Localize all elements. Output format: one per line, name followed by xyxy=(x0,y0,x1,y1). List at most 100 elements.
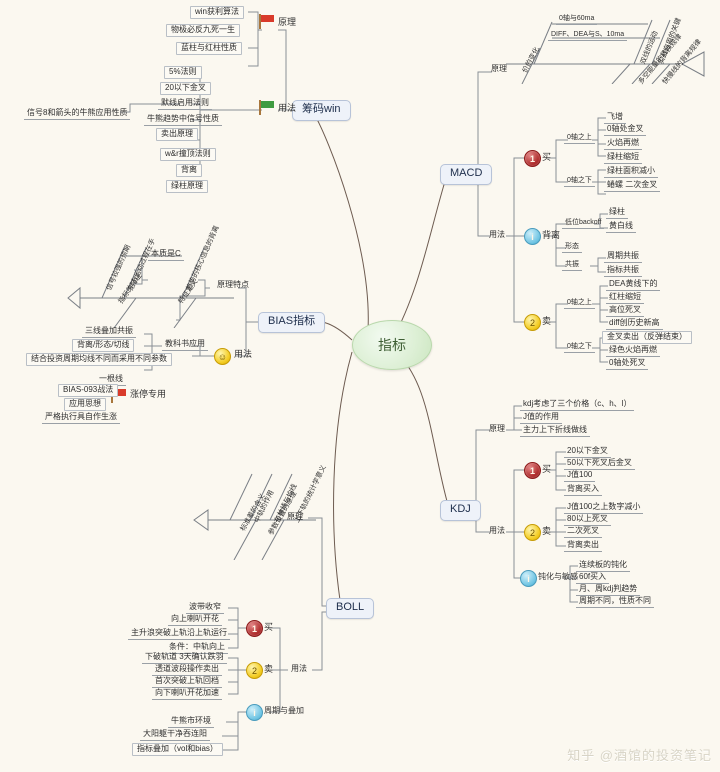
bias-limitup-label: 涨停专用 xyxy=(130,389,167,399)
leaf-node[interactable]: J值100 xyxy=(564,470,596,483)
leaf-node[interactable]: 蓝柱与红柱性质 xyxy=(176,42,242,56)
leaf-node[interactable]: diff创历史新高 xyxy=(606,318,663,331)
leaf-node[interactable]: 绿柱面积减小 xyxy=(604,166,658,179)
leaf-node[interactable]: 大阳躯干净吞连阳 xyxy=(140,729,210,742)
leaf-node[interactable]: 牛熊市环境 xyxy=(168,716,214,729)
leaf-node[interactable]: 绿柱原理 xyxy=(166,180,208,194)
leaf-node[interactable]: 周期不同，性质不同 xyxy=(576,596,654,609)
group-label[interactable]: 0轴之下 xyxy=(564,176,595,188)
leaf-node[interactable]: 默线启用法则 xyxy=(158,98,212,111)
leaf-node[interactable]: 主力上下折线做线 xyxy=(520,425,590,438)
boll-sell-label: 卖 xyxy=(264,664,274,674)
leaf-node[interactable]: 蜷螺 二次金叉 xyxy=(604,180,661,193)
leaf-node[interactable]: 绿柱缩短 xyxy=(604,152,642,165)
info-icon-boll: i xyxy=(246,704,263,721)
leaf-node[interactable]: 下破轨道 3天确认跌羽 xyxy=(142,652,227,665)
leaf-node[interactable]: 向下喇叭开花加速 xyxy=(152,688,222,701)
leaf-node[interactable]: BIAS-093战法 xyxy=(58,384,119,398)
leaf-node[interactable]: 信号8和箭头的牛熊应用性质 xyxy=(24,108,131,121)
group-label[interactable]: 0轴之上 xyxy=(564,133,595,145)
chips-win-principle-label: 原理 xyxy=(278,17,297,27)
branch-kdj[interactable]: KDJ xyxy=(440,500,481,521)
number-2-icon-kdj: 2 xyxy=(524,524,541,541)
leaf-node[interactable]: 60f买入 xyxy=(576,572,610,585)
leaf-node[interactable]: kdj考虑了三个价格（c、h、l） xyxy=(520,399,635,412)
bias-fishbone-spine-label: 本质是C xyxy=(148,249,184,262)
leaf-node[interactable]: J值100之上数字减小 xyxy=(564,502,644,515)
leaf-node[interactable]: 绿柱 xyxy=(606,207,628,220)
leaf-node[interactable]: 首次突破上轨回档 xyxy=(152,676,222,689)
group-label[interactable]: 共振 xyxy=(562,260,582,272)
macd-principle-label[interactable]: 原理 xyxy=(491,64,507,73)
kdj-passivation-label: 钝化与敏感 xyxy=(538,572,578,581)
green-flag-icon xyxy=(258,100,276,115)
leaf-node[interactable]: 三线叠加共振 xyxy=(82,326,136,339)
kdj-sell-label: 卖 xyxy=(542,526,552,536)
leaf-node[interactable]: DEA黄线下的 xyxy=(606,279,661,292)
leaf-node[interactable]: 周期共振 xyxy=(604,251,642,264)
leaf-node[interactable]: 80以上死叉 xyxy=(564,514,611,527)
leaf-node[interactable]: win获利算法 xyxy=(190,6,245,20)
leaf-node[interactable]: 指标叠加（vol和bias） xyxy=(132,743,223,757)
leaf-node[interactable]: 火焰再燃 xyxy=(604,138,642,151)
info-icon: i xyxy=(524,228,541,245)
leaf-node[interactable]: 背离买入 xyxy=(564,484,602,497)
leaf-node[interactable]: 二次死叉 xyxy=(564,526,602,539)
leaf-node[interactable]: 50以下死叉后金叉 xyxy=(564,458,635,471)
boll-principle-label[interactable]: 原理 xyxy=(287,512,303,521)
leaf-node[interactable]: 连续板的钝化 xyxy=(576,560,630,573)
branch-macd[interactable]: MACD xyxy=(440,164,493,185)
leaf-node[interactable]: 指标共振 xyxy=(604,265,642,278)
leaf-node[interactable]: 卖出原理 xyxy=(156,128,198,142)
macd-usage-label[interactable]: 用法 xyxy=(489,230,505,239)
leaf-node[interactable]: 应用思想 xyxy=(64,398,106,412)
leaf-node[interactable]: 背离 xyxy=(176,164,202,178)
group-label[interactable]: 0轴之上 xyxy=(564,298,595,310)
leaf-node[interactable]: 结合投资周期均线不同而采用不同参数 xyxy=(26,353,172,367)
branch-bias[interactable]: BIAS指标 xyxy=(258,312,326,333)
leaf-node[interactable]: 20以下金叉 xyxy=(160,82,211,96)
number-2-icon: 2 xyxy=(524,314,541,331)
leaf-node[interactable]: 高位死叉 xyxy=(606,305,644,318)
leaf-node[interactable]: 黄白线 xyxy=(606,221,636,234)
group-label[interactable]: 形态 xyxy=(562,242,582,254)
number-1-icon: 1 xyxy=(524,150,541,167)
group-label[interactable]: 低位backoff xyxy=(562,218,605,230)
leaf-node[interactable]: 透道波段操作卖出 xyxy=(152,664,222,677)
leaf-node[interactable]: 牛熊趋势中信号性质 xyxy=(144,114,222,127)
branch-chips-win[interactable]: 筹码win xyxy=(292,100,351,121)
bias-principle-label[interactable]: 原理特点 xyxy=(217,280,249,289)
branch-boll[interactable]: BOLL xyxy=(326,598,375,619)
leaf-node[interactable]: 月、周kdj判趋势 xyxy=(576,584,641,597)
leaf-node[interactable]: 金叉卖出（反弹结束） xyxy=(602,331,692,345)
leaf-node[interactable]: 红柱缩短 xyxy=(606,292,644,305)
leaf-node[interactable]: 绿色火焰再燃 xyxy=(606,345,660,358)
center-node[interactable]: 指标 xyxy=(352,320,432,370)
kdj-usage-label[interactable]: 用法 xyxy=(489,526,505,535)
chips-win-usage-label: 用法 xyxy=(278,103,297,113)
leaf-node[interactable]: 严格执行具自作生涨 xyxy=(42,412,120,425)
leaf-node[interactable]: 5%法则 xyxy=(164,66,202,80)
leaf-node[interactable]: 波带收窄 xyxy=(186,602,224,615)
bias-usage-label: 用法 xyxy=(234,349,253,359)
boll-usage-label[interactable]: 用法 xyxy=(291,664,307,673)
leaf-node[interactable]: J值的作用 xyxy=(520,412,562,425)
leaf-node[interactable]: 0轴处死叉 xyxy=(606,358,649,371)
leaf-node[interactable]: 教科书应用 xyxy=(162,339,208,352)
boll-fishbone-diagram xyxy=(190,460,330,561)
leaf-node[interactable]: 20以下金叉 xyxy=(564,446,611,459)
red-flag-icon xyxy=(258,14,276,29)
leaf-node[interactable]: 飞增 xyxy=(604,112,626,125)
leaf-node[interactable]: 背离/形态/切线 xyxy=(72,339,135,353)
leaf-node[interactable]: 0轴处金叉 xyxy=(604,124,647,137)
leaf-node[interactable]: 物极必反九死一生 xyxy=(166,24,240,38)
leaf-node[interactable]: 背离卖出 xyxy=(564,540,602,553)
macd-divergence-label: 背离 xyxy=(542,230,561,240)
leaf-node[interactable]: 主升浪突破上轨沿上轨运行 xyxy=(128,628,230,641)
leaf-node[interactable]: w&r撞顶法则 xyxy=(160,148,216,162)
leaf-node[interactable]: 向上喇叭开花 xyxy=(168,614,222,627)
leaf-node[interactable]: 条件：中轨向上 xyxy=(166,642,228,655)
group-label[interactable]: 0轴之下 xyxy=(564,342,595,354)
kdj-principle-label[interactable]: 原理 xyxy=(489,424,505,433)
